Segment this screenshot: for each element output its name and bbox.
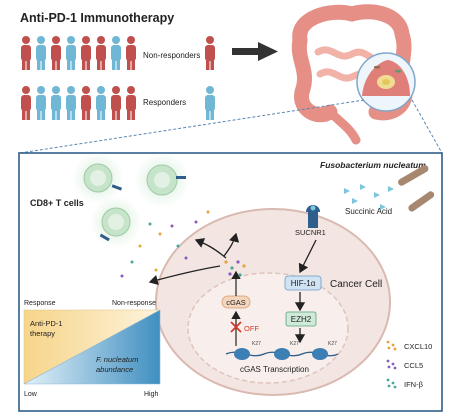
signal-dots-cluster [224,260,246,277]
person-icon [66,36,76,70]
person-icon [111,36,121,70]
cgas-transcription-label: cGAS Transcription [240,365,309,374]
person-icon [51,86,61,120]
title: Anti-PD-1 Immunotherapy [20,11,174,25]
abundance-triangle [23,309,161,385]
person-icon [81,86,91,120]
tumor-magnifier-circle [356,52,416,112]
legend-item: IFN-β [386,378,424,389]
legend-item: CXCL10 [386,340,432,351]
therapy-label: Anti-PD-1 therapy [30,319,65,338]
cd8-t-cell-2 [134,152,190,208]
cd8-t-cell-1 [72,152,124,204]
person-icon [81,36,91,70]
person-icon [96,86,106,120]
svg-text:K27: K27 [252,341,261,347]
sucnr1-receptor-icon [306,205,320,228]
nonresponders-label: Non-responders [143,51,200,60]
legend-label: CXCL10 [404,342,432,351]
chemokine-dots [120,210,210,278]
person-icon [51,36,61,70]
responder-people-row [21,86,136,120]
off-x-icon [230,321,242,333]
zoom-line-left [19,99,365,154]
abundance-label: F. nucleatum abundance [96,355,140,374]
person-icon [36,36,46,70]
svg-text:K27: K27 [328,341,337,347]
response-label: Response [24,300,56,307]
nonresponder-people-row [21,36,136,70]
person-icon [36,86,46,120]
responder-person-icon [205,86,215,120]
cancer-cell-label: Cancer Cell [330,279,382,290]
succinic-acid-molecules [344,184,394,210]
arrow-to-tcells-2 [194,238,227,259]
person-icon [111,86,121,120]
cd8-t-cell-3 [90,196,142,248]
cgas-label: cGAS [226,298,246,307]
nonresponder-person-icon [205,36,215,70]
bacterium-label: Fusobacterium nucleatum [320,160,426,170]
arrow-to-tcells-3 [223,232,240,257]
responders-label: Responders [143,98,186,107]
person-icon [96,36,106,70]
person-icon [21,36,31,70]
off-label: OFF [244,324,259,333]
chromatin-strand [225,348,339,360]
sucnr1-label: SUCNR1 [295,228,326,237]
ezh2-box [285,311,317,327]
legend-label: IFN-β [404,380,424,389]
arrow-to-tcells-1 [148,265,221,285]
hif1a-label: HIF-1α [291,279,316,288]
person-icon [126,36,136,70]
tcells-label: CD8+ T cells [30,198,84,208]
zoom-line-right [411,99,443,154]
legend-label: CCL5 [404,361,423,370]
ezh2-label: EZH2 [291,315,312,324]
legend-item: CCL5 [386,359,423,370]
arrow-sucnr1-to-hif [298,239,317,274]
fusobacterium-icon [398,165,435,212]
progression-arrow [232,42,278,61]
svg-text:K27: K27 [290,341,299,347]
nonresponse-label: Non-response [112,300,156,307]
h3k27-marks: K27 K27 K27 [252,341,337,347]
low-label: Low [24,391,38,398]
succinic-acid-label: Succinic Acid [345,207,392,216]
hif1a-box [284,275,322,291]
person-icon [21,86,31,120]
person-icon [126,86,136,120]
person-icon [66,86,76,120]
high-label: High [144,391,159,398]
